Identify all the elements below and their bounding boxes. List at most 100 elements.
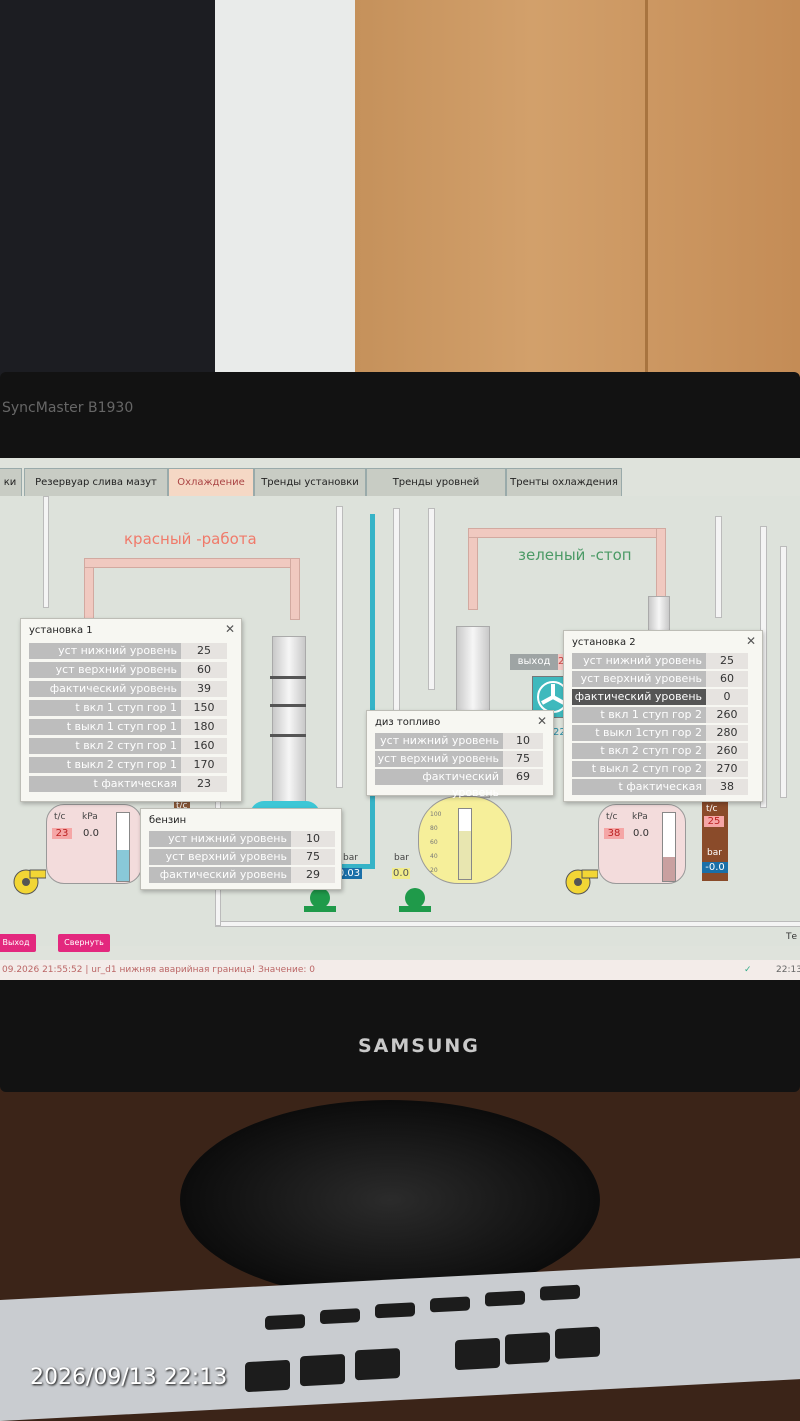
row-value[interactable]: 260 [706,743,748,759]
row-value[interactable]: 150 [181,700,227,716]
tank-scale-tick: 60 [430,839,438,846]
row-label: фактический уровень [375,769,503,799]
photo-timestamp: 2026/09/13 22:13 [30,1365,228,1390]
minimize-button[interactable]: Свернуть [58,934,110,952]
popup-title: установка 1 [29,625,93,636]
row-label: t вкл 1 ступ гор 1 [29,700,181,716]
tab-cooling[interactable]: Охлаждение [168,468,254,498]
close-icon[interactable]: ✕ [745,634,756,648]
check-icon[interactable]: ✓ [744,965,752,975]
pipe [336,506,343,788]
row-value[interactable]: 180 [181,719,227,735]
row-label: уст верхний уровень [29,662,181,678]
process-mimic: красный -работа зеленый -стоп выход 22 [0,496,800,952]
alarm-message: 09.2026 21:55:52 | ur_d1 нижняя аварийна… [2,965,316,975]
level-bar-fill [117,850,129,881]
row-value[interactable]: 60 [181,662,227,678]
kpa-label: kPa [82,812,98,822]
bar-label-3: bar [707,848,722,858]
keyboard-key [555,1326,600,1359]
pipe [715,516,722,618]
row-value: 0 [706,689,748,705]
pipe [780,546,787,798]
keyboard-key [300,1353,345,1387]
level-bar-2 [662,812,676,882]
vapor-pipe [468,528,478,610]
exit-button[interactable]: Выход [0,934,36,952]
outlet-label: выход [510,654,558,670]
row-label: уст верхний уровень [375,751,503,767]
tab-cooling-trends[interactable]: Тренты охлаждения [506,468,622,498]
tank-scale: 100 80 60 40 20 [430,808,441,878]
row-label: t вкл 2 ступ гор 2 [572,743,706,759]
column-ring [270,734,306,737]
row-label: t выкл 2 ступ гор 2 [572,761,706,777]
row-value[interactable]: 10 [503,733,543,749]
vapor-pipe [84,558,300,568]
alarm-status-bar[interactable]: 09.2026 21:55:52 | ur_d1 нижняя аварийна… [0,960,800,980]
bar-value-1: 0.03 [336,868,362,879]
pipe [428,508,435,690]
bar-label-2: bar [394,853,409,863]
tab-partial[interactable]: ки [0,468,22,498]
row-value[interactable]: 25 [181,643,227,659]
row-label: t вкл 1 ступ гор 2 [572,707,706,723]
row-value[interactable]: 260 [706,707,748,723]
row-label: уст верхний уровень [572,671,706,687]
pump-icon[interactable] [395,886,435,914]
tab-reservoir[interactable]: Резервуар слива мазут [24,468,168,498]
row-label: уст верхний уровень [149,849,291,865]
status-time: 22:13 [776,965,800,975]
keyboard-key [540,1284,580,1301]
level-bar-1 [116,812,130,882]
kpa-label-2: kPa [632,812,648,822]
tc2-label: t/c [706,804,718,814]
row-value[interactable]: 60 [706,671,748,687]
keyboard-key [375,1302,415,1319]
row-label: t выкл 1ступ гор 2 [572,725,706,741]
row-label: фактический уровень [149,867,291,883]
row-label: уст нижний уровень [29,643,181,659]
keyboard-key [320,1308,360,1325]
row-label: t выкл 1 ступ гор 1 [29,719,181,735]
row-value[interactable]: 75 [291,849,335,865]
popup-title: установка 2 [572,637,636,648]
keyboard-key [265,1314,305,1331]
row-value[interactable]: 160 [181,738,227,754]
row-label: t выкл 2 ступ гор 1 [29,757,181,773]
kpa-value: 0.0 [83,828,99,839]
bar-value-2: 0.0 [392,868,410,879]
row-value[interactable]: 270 [706,761,748,777]
row-value: 29 [291,867,335,883]
close-icon[interactable]: ✕ [536,714,547,728]
keyboard-key [430,1296,470,1313]
monitor-model-label: SyncMaster B1930 [2,400,134,416]
close-icon[interactable]: ✕ [224,622,235,636]
title-red-work: красный -работа [124,530,257,548]
tab-unit-trends[interactable]: Тренды установки [254,468,366,498]
keyboard-key [245,1359,290,1393]
row-value[interactable]: 280 [706,725,748,741]
row-label: t фактическая [572,779,706,795]
row-label: t вкл 2 ступ гор 1 [29,738,181,754]
row-value[interactable]: 10 [291,831,335,847]
row-label: фактический уровень [572,689,706,705]
pump-icon[interactable] [300,886,340,914]
row-value[interactable]: 170 [181,757,227,773]
row-value: 69 [503,769,543,785]
blower-icon[interactable] [10,866,47,896]
tc-value: 23 [52,828,72,839]
row-value[interactable]: 75 [503,751,543,767]
row-label: уст нижний уровень [572,653,706,669]
row-value[interactable]: 25 [706,653,748,669]
tc-label: t/c [54,812,66,822]
tab-level-trends[interactable]: Тренды уровней продукта [366,468,506,516]
tank-scale-tick: 20 [430,867,438,874]
blower-icon[interactable] [562,866,599,896]
title-green-stop: зеленый -стоп [518,546,632,564]
monitor-brand-logo: SAMSUNG [358,1035,480,1057]
tank-scale-tick: 100 [430,811,442,818]
